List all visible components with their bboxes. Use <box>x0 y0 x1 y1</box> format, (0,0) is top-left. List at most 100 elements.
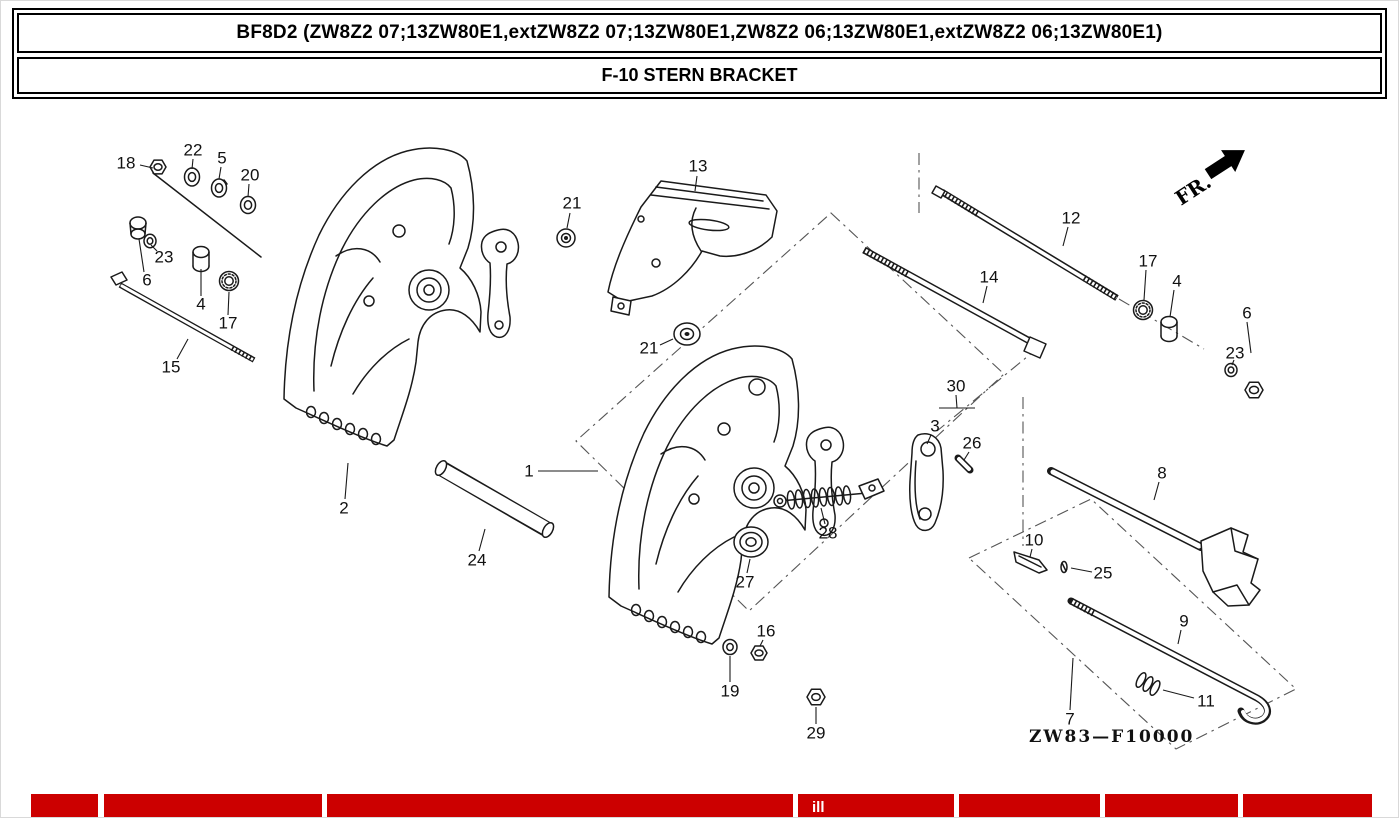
part-callout-21: 21 <box>640 338 659 357</box>
table-header-cell-4: ill <box>798 794 954 817</box>
callout-leader-23 <box>150 244 158 252</box>
table-header-cell-2 <box>104 794 322 817</box>
callout-leader-13 <box>694 175 698 192</box>
part-callout-6: 6 <box>1242 303 1251 322</box>
part-callout-4: 4 <box>1172 271 1181 290</box>
callout-leader-18 <box>139 164 154 169</box>
callout-leader-20 <box>247 183 250 198</box>
fr-arrow-icon <box>1204 150 1245 180</box>
section-title-box: F-10 STERN BRACKET <box>17 57 1382 94</box>
callout-leader-9 <box>1177 629 1182 645</box>
stern-bracket-starboard-art <box>608 345 845 645</box>
callout-leader-3 <box>926 434 932 445</box>
part-callout-3: 3 <box>930 416 939 435</box>
part-callout-21: 21 <box>563 193 582 212</box>
part-callout-10: 10 <box>1025 530 1044 549</box>
part-callout-5: 5 <box>217 148 226 167</box>
callout-leader-5 <box>218 166 222 180</box>
spring-bolt-28-art <box>773 478 885 510</box>
swivel-bracket-art <box>607 180 778 316</box>
bolt-12-art <box>931 185 1119 301</box>
callout-leader-6 <box>138 238 145 273</box>
fr-direction-indicator: FR. <box>1171 150 1245 210</box>
rod-9-art <box>1067 597 1271 725</box>
parts-table-header-row: ill <box>1 794 1398 817</box>
part-callout-27: 27 <box>736 572 755 591</box>
washer-21-art <box>556 228 701 346</box>
part-callout-23: 23 <box>1226 343 1245 362</box>
part-callout-18: 18 <box>117 153 136 172</box>
link-3-art <box>909 433 944 532</box>
hardware-left-art <box>129 159 262 292</box>
table-header-cell-5 <box>959 794 1100 817</box>
part-callout-22: 22 <box>184 140 203 159</box>
section-title: F-10 STERN BRACKET <box>601 65 798 85</box>
part-callout-6: 6 <box>142 270 151 289</box>
drawing-code: ZW83—F10000 <box>1029 727 1194 747</box>
table-header-cell-1 <box>31 794 98 817</box>
callout-leader-15 <box>176 338 189 360</box>
callout-leader-8 <box>1153 481 1160 501</box>
header: BF8D2 (ZW8Z2 07;13ZW80E1,extZW8Z2 07;13Z… <box>12 8 1387 99</box>
part-callout-9: 9 <box>1179 611 1188 630</box>
callout-leader-28 <box>820 507 826 525</box>
table-header-cell-7 <box>1243 794 1372 817</box>
callout-leader-24 <box>478 528 486 552</box>
pin-26-art <box>954 454 974 474</box>
part-callout-14: 14 <box>980 267 999 286</box>
callout-leader-7 <box>1069 657 1074 711</box>
rod-8-art <box>1047 467 1261 607</box>
callout-leader-10 <box>1029 548 1033 558</box>
callout-leader-26 <box>963 451 970 461</box>
part-callout-12: 12 <box>1062 208 1081 227</box>
callout-leader-21 <box>566 212 571 229</box>
callout-leader-6 <box>1246 321 1252 354</box>
part-callout-30: 30 <box>947 376 966 395</box>
callout-leader-17 <box>1143 269 1147 301</box>
part-callout-25: 25 <box>1094 563 1113 582</box>
part-callout-23: 23 <box>155 247 174 266</box>
callout-leader-22 <box>191 158 194 170</box>
part-callout-11: 11 <box>1197 691 1215 710</box>
callout-leader-14 <box>982 285 988 304</box>
bolt-15-art <box>110 271 256 363</box>
hardware-right-art <box>1132 299 1264 399</box>
clip-25-art <box>1060 560 1068 574</box>
callout-leader-30 <box>955 394 958 409</box>
callout-leader-23 <box>1231 359 1235 366</box>
callout-leader-12 <box>1062 226 1069 247</box>
model-title-box: BF8D2 (ZW8Z2 07;13ZW80E1,extZW8Z2 07;13Z… <box>17 13 1382 53</box>
washer-27-art <box>733 526 769 558</box>
callout-leader-25 <box>1070 567 1093 573</box>
table-header-cell-3 <box>327 794 793 817</box>
callout-leader-21 <box>659 338 674 346</box>
part-callout-16: 16 <box>757 621 776 640</box>
part-callout-4: 4 <box>196 294 205 313</box>
hardware-center-art <box>722 638 826 706</box>
lever-10-art <box>1013 551 1048 574</box>
part-callout-17: 17 <box>1139 251 1158 270</box>
fr-label: FR. <box>1171 169 1216 210</box>
part-callout-13: 13 <box>689 156 708 175</box>
part-callout-19: 19 <box>721 681 740 700</box>
callout-leader-2 <box>344 462 349 500</box>
table-header-label: ill <box>812 799 825 816</box>
part-callout-2: 2 <box>339 498 348 517</box>
pivot-tube-24-art <box>434 459 555 539</box>
callout-leader-27 <box>746 558 751 574</box>
part-callout-15: 15 <box>162 357 181 376</box>
callout-leader-16 <box>759 639 764 647</box>
bracket-top-hole <box>748 378 766 396</box>
callout-leader-4 <box>1169 289 1175 318</box>
part-callout-8: 8 <box>1157 463 1166 482</box>
callout-leader-17 <box>227 291 230 316</box>
collar-11-art <box>1135 671 1161 697</box>
callout-leader-11 <box>1162 689 1195 699</box>
stern-bracket-port-art <box>283 147 520 447</box>
part-callout-24: 24 <box>468 550 487 569</box>
part-callout-29: 29 <box>807 723 826 742</box>
part-callout-28: 28 <box>819 523 838 542</box>
